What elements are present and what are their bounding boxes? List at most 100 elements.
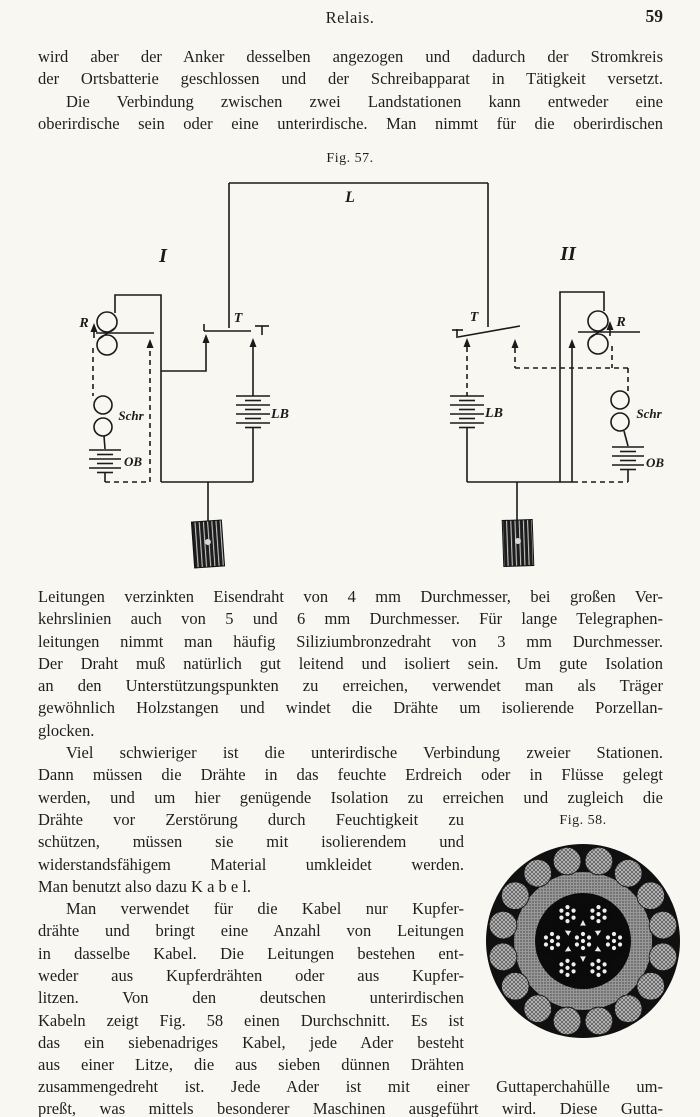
text-line: gewöhnlich Holzstangen und windet die Dr…	[38, 698, 663, 718]
station1-label: I	[158, 245, 168, 267]
text-line: oberirdische sein oder eine unterirdisch…	[38, 113, 663, 133]
core-wire-dot	[602, 908, 607, 913]
station1-current-arrows	[90, 323, 257, 348]
core-wire-dot	[549, 931, 555, 937]
text-line: Leitungen verzinkten Eisendraht von 4 mm…	[38, 587, 663, 606]
paragraph-cable-column: Drähte vor Zerstörung durch Feuchtigkeit…	[38, 809, 464, 1077]
station1-line-battery-label: LB	[270, 407, 289, 422]
station2-local-battery-label: OB	[646, 455, 664, 470]
armor-wire-circle	[584, 846, 614, 876]
core-wire-dot	[549, 938, 555, 944]
text-line: glocken.	[38, 720, 95, 740]
station2-relay-coils	[610, 390, 630, 432]
station1-local-battery-label: OB	[124, 454, 142, 469]
station1-writer-label: Schr	[118, 408, 144, 423]
core-wire-dot	[549, 945, 555, 951]
armor-wire-circle	[636, 881, 666, 910]
core-wire-dot	[574, 935, 580, 940]
fig57-caption: Fig. 57.	[326, 151, 374, 166]
station2-key-label: T	[470, 310, 480, 325]
text-line: an den Unterstützungspunkten zu erreiche…	[38, 676, 663, 696]
station1-local-battery-symbol	[89, 449, 121, 474]
core-wire-dot	[590, 969, 595, 974]
core-wire-dot	[611, 945, 617, 951]
armor-wire-circle	[648, 910, 678, 940]
core-wire-dot	[602, 915, 607, 920]
core-wire-dot	[574, 942, 580, 947]
text-line: Man verwendet für die Kabel nur Kupfer-	[66, 899, 464, 919]
armor-wire-circle	[488, 910, 518, 940]
paragraph-overhead-lines: Leitungen verzinkten Eisendraht von 4 mm…	[38, 586, 663, 742]
station1-local-circuit-dashed	[92, 348, 151, 483]
core-wire-dot	[605, 942, 611, 947]
core-wire-dot	[590, 962, 595, 967]
station2-writer-label: Schr	[636, 406, 662, 421]
core-wire-dot	[602, 969, 607, 974]
text-line: der Ortsbatterie geschlossen und der Sch…	[38, 69, 663, 89]
core-wire-dot	[596, 912, 601, 917]
core-wire-dot	[580, 945, 586, 951]
core-wire-dot	[617, 935, 623, 940]
fig58-cable-cross-section	[486, 844, 680, 1038]
paragraph-underground: Viel schwieriger ist die unterirdische V…	[38, 742, 663, 809]
station2-line-battery-label: LB	[484, 406, 503, 421]
station2-wiring	[452, 291, 640, 520]
station2-current-arrows	[463, 321, 614, 348]
core-wire-dot	[555, 942, 561, 947]
core-wire-dot	[580, 938, 586, 944]
core-wire-dot	[596, 905, 601, 910]
fig58-caption: Fig. 58.	[559, 813, 607, 828]
core-wire-dot	[559, 962, 564, 967]
core-wire-dot	[586, 935, 592, 940]
text-line: leitungen nimmt man häufig Siliziumbronz…	[38, 631, 663, 651]
text-line: Drähte vor Zerstörung durch Feuchtigkeit…	[38, 810, 464, 829]
core-wire-dot	[559, 915, 564, 920]
station1-relay-coils	[93, 395, 113, 437]
station1-wiring	[93, 294, 269, 521]
core-wire-dot	[565, 912, 570, 917]
armor-wire-circle	[614, 858, 643, 888]
core-wire-dot	[605, 935, 611, 940]
armor-wire-circle	[523, 994, 552, 1024]
text-line: in dasselbe Kabel. Die Leitungen bestehe…	[38, 943, 464, 963]
armor-wire-circle	[500, 881, 530, 910]
armor-wire-circle	[552, 1006, 582, 1036]
station2-local-circuit-dashed	[466, 346, 629, 483]
text-line: wird aber der Anker desselben angezogen …	[38, 47, 663, 66]
armor-wire-circle	[636, 972, 666, 1001]
core-wire-dot	[565, 958, 570, 963]
core-wire-dot	[571, 962, 576, 967]
text-line: kehrslinien auch von 5 und 6 mm Durchmes…	[38, 609, 663, 629]
station2-line-battery-symbol	[450, 395, 484, 429]
armor-wire-circle	[500, 972, 530, 1001]
paragraph-top: wird aber der Anker desselben angezogen …	[38, 46, 663, 135]
armor-wire-circle	[648, 942, 678, 972]
core-wire-dot	[611, 938, 617, 944]
station2-relay-label: R	[615, 315, 625, 330]
station1-key-label: T	[234, 311, 244, 326]
paragraph-bottom: zusammengedreht ist. Jede Ader ist mit e…	[38, 1076, 663, 1117]
text-line: schützen, müssen sie mit isolierendem un…	[38, 832, 464, 852]
station2-local-battery-symbol	[612, 446, 644, 471]
core-wire-dot	[596, 919, 601, 924]
armor-wire-circle	[552, 846, 582, 876]
text-line: aus einer Litze, die aus sieben dünnen D…	[38, 1055, 464, 1075]
armor-wire-circle	[488, 942, 518, 972]
text-line: Viel schwieriger ist die unterirdische V…	[66, 743, 663, 762]
core-wire-dot	[565, 919, 570, 924]
station1-relay-label: R	[78, 316, 88, 331]
station1-earth-ground	[190, 519, 226, 569]
text-line: weder aus Kupferdrähten oder aus Kupfer-	[38, 966, 464, 986]
text-line: werden, und um hier genügende Isolation …	[38, 787, 663, 807]
station1-line-battery-symbol	[236, 395, 270, 429]
page-number: 59	[645, 6, 664, 26]
core-wire-dot	[571, 969, 576, 974]
core-wire-dot	[565, 905, 570, 910]
telegraph-line-wires	[228, 182, 489, 328]
core-wire-dot	[611, 931, 617, 937]
station2-earth-ground	[501, 518, 535, 568]
core-wire-dot	[596, 965, 601, 970]
core-wire-dot	[580, 931, 586, 937]
armor-wire-circle	[614, 994, 643, 1024]
